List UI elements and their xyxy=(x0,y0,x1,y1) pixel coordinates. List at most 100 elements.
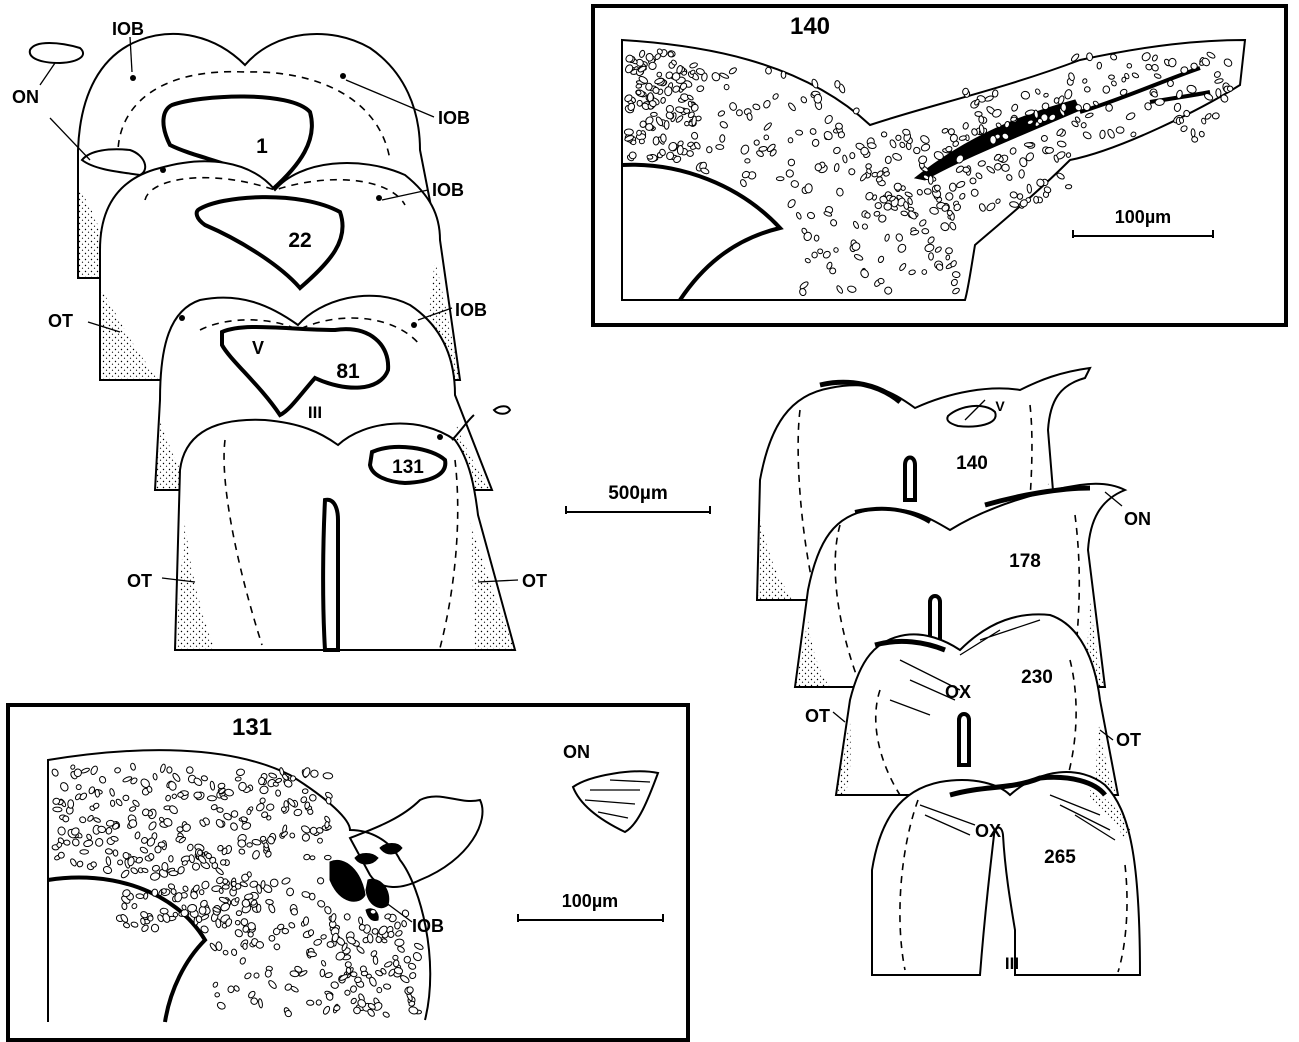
cell-mark xyxy=(975,172,983,180)
cell-mark xyxy=(310,856,315,860)
cell-mark xyxy=(408,971,416,979)
cell-mark xyxy=(350,997,357,1004)
left-section-stack: 1 22 V 81 III xyxy=(12,19,547,650)
cell-mark xyxy=(105,848,113,854)
cell-mark xyxy=(344,989,351,996)
cell-mark xyxy=(912,146,921,155)
cell-mark xyxy=(201,775,208,782)
cell-mark xyxy=(330,913,337,923)
cell-mark xyxy=(258,998,263,1008)
cell-mark xyxy=(284,983,293,992)
cell-mark xyxy=(974,99,980,106)
cell-mark xyxy=(1082,78,1088,84)
cell-mark xyxy=(367,934,373,944)
cell-mark xyxy=(98,775,107,784)
cell-mark xyxy=(921,269,927,276)
cell-mark xyxy=(109,788,115,797)
cell-mark xyxy=(171,793,177,799)
cell-mark xyxy=(216,1001,226,1010)
section-265: OX 265 III xyxy=(872,772,1140,975)
cell-mark xyxy=(842,155,848,163)
cell-mark xyxy=(639,50,646,58)
section-number-22: 22 xyxy=(288,229,311,252)
cell-mark xyxy=(624,129,633,135)
cell-mark xyxy=(1216,88,1222,97)
cell-mark xyxy=(884,203,892,211)
cell-mark xyxy=(257,904,261,912)
cell-mark xyxy=(1107,128,1116,139)
inset-140-scale-bar: 100µm xyxy=(1073,207,1213,238)
cell-mark xyxy=(955,165,965,174)
section-number-1: 1 xyxy=(256,135,268,158)
cell-mark xyxy=(664,121,669,130)
cell-mark xyxy=(105,856,111,865)
cell-mark xyxy=(238,782,247,791)
cell-mark xyxy=(123,795,130,801)
optic-nerve-fragment-top xyxy=(30,43,83,63)
cell-mark xyxy=(247,871,252,877)
cell-mark xyxy=(382,1011,390,1018)
cell-mark xyxy=(147,821,157,832)
cell-mark xyxy=(289,832,296,839)
cell-mark xyxy=(995,198,1001,204)
cell-mark xyxy=(187,843,195,851)
cell-mark xyxy=(150,872,161,881)
cell-mark xyxy=(324,972,332,979)
cell-mark xyxy=(950,278,958,287)
cell-mark xyxy=(1130,131,1137,138)
cell-mark xyxy=(251,850,260,861)
cell-mark xyxy=(647,155,653,160)
cell-mark xyxy=(74,769,82,777)
cell-mark xyxy=(308,794,317,803)
cell-mark xyxy=(660,134,666,143)
cell-mark xyxy=(829,219,837,227)
cell-mark xyxy=(155,846,162,853)
cell-mark xyxy=(949,183,956,192)
cell-mark xyxy=(765,67,772,74)
cell-mark xyxy=(790,180,799,188)
cell-mark xyxy=(320,934,326,940)
cell-mark xyxy=(875,202,882,209)
cell-mark xyxy=(929,253,934,260)
ot-label-right-stack-left: OT xyxy=(805,706,830,726)
ox-label-265: OX xyxy=(975,821,1001,841)
ot-label-right: OT xyxy=(522,571,547,591)
cell-mark xyxy=(941,128,948,134)
cell-mark xyxy=(993,162,1002,171)
cell-mark xyxy=(301,832,311,842)
section-number-131: 131 xyxy=(392,457,424,478)
cell-mark xyxy=(281,877,291,886)
cell-mark xyxy=(247,843,252,847)
cell-mark xyxy=(301,891,310,899)
cell-mark xyxy=(1083,103,1090,111)
cell-mark xyxy=(401,920,407,927)
inset-131-title: 131 xyxy=(232,714,272,741)
cell-mark xyxy=(293,809,302,817)
cell-mark xyxy=(93,817,101,823)
cell-mark xyxy=(836,285,844,294)
cell-mark xyxy=(259,785,269,794)
cell-mark xyxy=(736,109,744,117)
cell-mark xyxy=(729,102,738,112)
cell-mark xyxy=(315,999,322,1006)
cell-mark xyxy=(370,909,376,914)
cell-mark xyxy=(1099,130,1105,139)
cell-mark xyxy=(273,943,280,951)
cell-mark xyxy=(1027,184,1032,193)
cell-mark xyxy=(861,223,868,230)
cell-mark xyxy=(151,924,159,932)
cell-mark xyxy=(894,183,902,191)
cell-mark xyxy=(900,210,908,216)
cell-mark xyxy=(265,970,272,978)
cell-mark xyxy=(358,917,363,925)
cell-mark xyxy=(167,767,172,773)
cell-mark xyxy=(222,885,229,890)
cell-mark xyxy=(238,848,245,855)
cell-mark xyxy=(250,998,257,1005)
cell-mark xyxy=(117,859,123,865)
cell-mark xyxy=(787,198,797,209)
cell-mark xyxy=(201,880,211,890)
inset-140-title: 140 xyxy=(790,13,830,40)
section-number-81: 81 xyxy=(336,360,360,383)
cell-mark xyxy=(57,826,66,836)
